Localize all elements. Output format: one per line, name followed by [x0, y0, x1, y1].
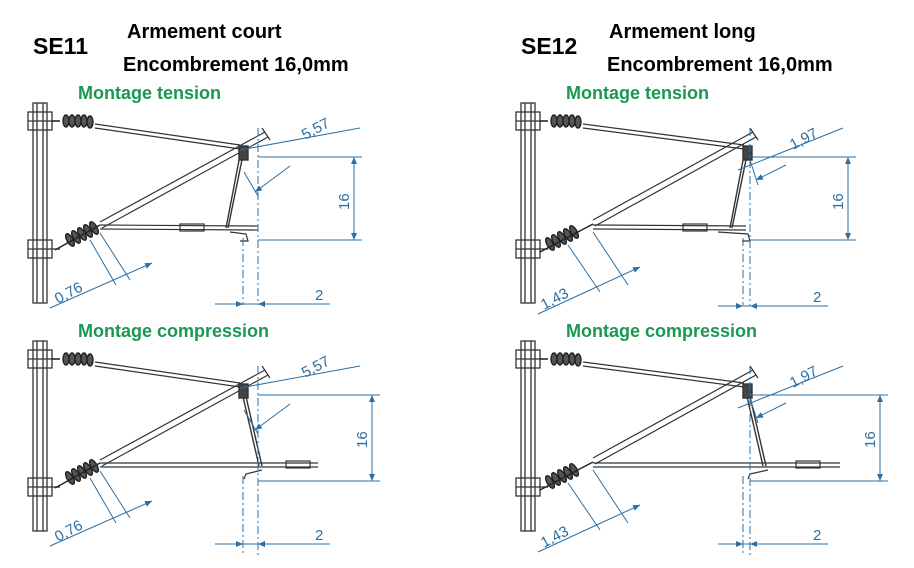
- dim-height-label: 16: [830, 193, 847, 210]
- dropper: [729, 145, 753, 229]
- mount-title: Montage compression: [566, 321, 758, 341]
- upper-insulator: [52, 352, 94, 367]
- lower-insulator: [54, 459, 101, 489]
- dimension-gap: 2: [215, 527, 330, 547]
- lower-insulator: [54, 221, 101, 251]
- center-axis: [742, 128, 751, 305]
- dim-height-label: 16: [354, 431, 371, 448]
- encombrement-label: Encombrement 16,0mm: [607, 54, 833, 76]
- dimension-height: 16: [258, 156, 362, 241]
- armement-label: Armement court: [127, 21, 282, 43]
- mast: [27, 102, 60, 304]
- dim-gap-label: 2: [315, 527, 323, 544]
- tube-stay: [94, 123, 241, 150]
- registration-arm: [99, 223, 259, 242]
- upper-insulator: [540, 352, 582, 367]
- center-axis: [742, 366, 751, 556]
- main-tube: [592, 127, 759, 227]
- tube-stay: [582, 123, 745, 150]
- dim-offset-bottom-label: 1,43: [538, 523, 572, 552]
- lower-insulator: [539, 461, 594, 491]
- mount-title: Montage compression: [78, 321, 270, 341]
- registration-arm: [592, 223, 751, 242]
- tube-stay: [94, 361, 241, 388]
- main-tube: [592, 365, 759, 465]
- dropper: [238, 383, 263, 467]
- dimension-gap: 2: [718, 527, 828, 547]
- encombrement-label: Encombrement 16,0mm: [123, 54, 349, 76]
- mount-title: Montage tension: [78, 83, 221, 103]
- dim-height-label: 16: [862, 431, 879, 448]
- assembly-se11-compression: 5,57 16 0,76 2: [27, 340, 380, 556]
- mast: [515, 340, 548, 532]
- dim-offset-bottom-label: 1,43: [538, 285, 572, 314]
- mount-title: Montage tension: [566, 83, 709, 103]
- registration-arm: [593, 460, 840, 480]
- main-tube: [99, 365, 271, 467]
- dim-offset-top-label: 5,57: [299, 115, 333, 144]
- dimension-height: 16: [750, 156, 856, 241]
- dim-gap-label: 2: [813, 289, 821, 306]
- tube-stay: [582, 361, 745, 388]
- mast: [27, 340, 60, 532]
- lower-insulator: [539, 223, 594, 253]
- center-axis: [242, 366, 259, 556]
- dim-height-label: 16: [336, 193, 353, 210]
- dimension-height: 16: [258, 394, 380, 482]
- panel-code: SE12: [521, 33, 578, 59]
- panel-code: SE11: [33, 33, 88, 59]
- main-tube: [99, 127, 271, 229]
- registration-arm: [100, 460, 318, 480]
- dropper: [225, 145, 249, 229]
- assembly-se12-compression: 1,97 16 1,43 2: [515, 340, 888, 556]
- mast: [515, 102, 548, 304]
- assembly-se11-tension: 5,57 16 0,76 2: [27, 102, 362, 309]
- center-axis: [242, 128, 259, 305]
- dimension-gap: 2: [718, 289, 828, 309]
- dim-offset-top-label: 1,97: [787, 363, 821, 392]
- dim-gap-label: 2: [813, 527, 821, 544]
- assembly-se12-tension: 1,97 16 1,43 2: [515, 102, 856, 315]
- armement-label: Armement long: [609, 21, 756, 43]
- dim-offset-top-label: 5,57: [299, 353, 333, 382]
- dropper: [742, 383, 767, 467]
- dim-offset-top-label: 1,97: [787, 125, 821, 154]
- upper-insulator: [540, 114, 582, 129]
- dimension-gap: 2: [215, 287, 330, 307]
- dim-offset-bottom-label: 0,76: [52, 517, 86, 546]
- dimension-height: 16: [750, 394, 888, 482]
- dim-offset-bottom-label: 0,76: [52, 279, 86, 308]
- upper-insulator: [52, 114, 94, 129]
- dim-gap-label: 2: [315, 287, 323, 304]
